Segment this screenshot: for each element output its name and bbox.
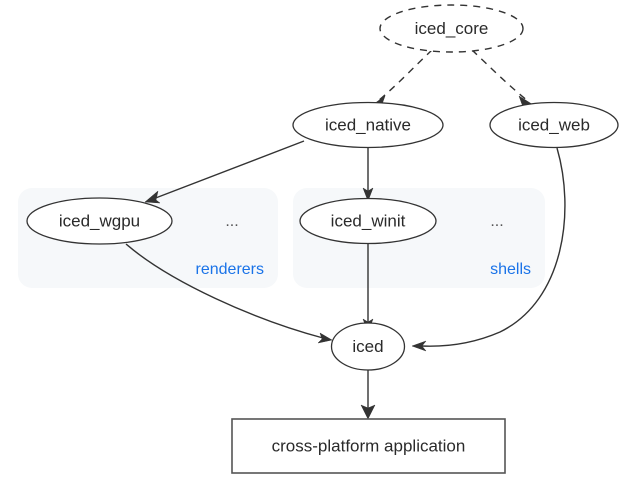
arrowhead-iced-native-to-iced-wgpu bbox=[144, 190, 161, 204]
cluster-renderers-label: renderers bbox=[196, 261, 264, 278]
node-application-shape bbox=[231, 418, 506, 474]
edge-iced-web-to-iced bbox=[420, 147, 566, 347]
node-iced-winit[interactable]: iced_winit bbox=[299, 197, 437, 245]
arrowhead-iced-wgpu-to-iced bbox=[317, 332, 333, 344]
cluster-shells-label: shells bbox=[490, 261, 531, 278]
node-iced-label: iced bbox=[352, 337, 383, 356]
node-iced-shape bbox=[330, 322, 406, 371]
node-iced-wgpu[interactable]: iced_wgpu bbox=[26, 197, 173, 245]
node-application-label: cross-platform application bbox=[272, 436, 466, 455]
node-iced-native[interactable]: iced_native bbox=[292, 101, 444, 149]
node-iced-winit-shape bbox=[299, 197, 437, 245]
node-iced-core[interactable]: iced_core bbox=[379, 4, 524, 53]
node-cross-platform-application[interactable]: cross-platform application bbox=[231, 418, 506, 474]
node-iced-native-label: iced_native bbox=[325, 115, 411, 134]
cluster-shells-ellipsis: ... bbox=[490, 213, 503, 230]
edge-iced-core-to-iced-web bbox=[471, 49, 529, 102]
node-iced[interactable]: iced bbox=[330, 322, 406, 371]
arrowhead-iced-web-to-iced bbox=[411, 340, 427, 352]
node-iced-web-label: iced_web bbox=[518, 115, 590, 134]
node-iced-web[interactable]: iced_web bbox=[489, 101, 619, 149]
arrowhead-iced-native-to-iced-winit bbox=[362, 187, 374, 202]
node-iced-web-shape bbox=[489, 101, 619, 149]
node-iced-core-label: iced_core bbox=[415, 19, 489, 38]
arrowhead-iced-to-application bbox=[360, 404, 376, 420]
node-iced-core-shape bbox=[379, 4, 524, 53]
edge-iced-core-to-iced-native bbox=[377, 49, 433, 102]
cluster-renderers-ellipsis: ... bbox=[225, 213, 238, 230]
edge-iced-native-to-iced-wgpu bbox=[152, 140, 305, 200]
node-iced-wgpu-label: iced_wgpu bbox=[59, 211, 140, 230]
node-iced-native-shape bbox=[292, 101, 444, 149]
edge-iced-wgpu-to-iced bbox=[125, 243, 324, 339]
node-iced-winit-label: iced_winit bbox=[331, 211, 406, 230]
node-iced-wgpu-shape bbox=[26, 197, 173, 245]
